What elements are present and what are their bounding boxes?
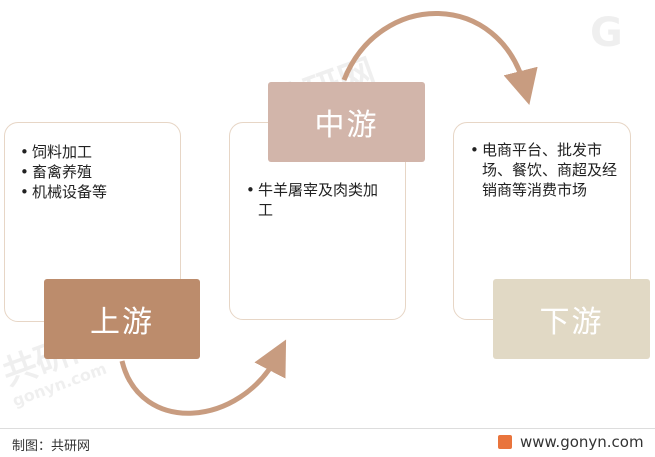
midstream-label: 中游 — [268, 82, 425, 162]
list-item: 畜禽养殖 — [20, 162, 175, 182]
list-item: 机械设备等 — [20, 182, 175, 202]
upstream-items: 饲料加工 畜禽养殖 机械设备等 — [20, 142, 175, 202]
list-item: 牛羊屠宰及肉类加工 — [246, 180, 386, 220]
list-item: 饲料加工 — [20, 142, 175, 162]
footer-website[interactable]: www.gonyn.com — [520, 433, 644, 451]
list-item: 电商平台、批发市场、餐饮、商超及经销商等消费市场 — [470, 140, 620, 200]
upstream-label: 上游 — [44, 279, 200, 359]
footer-divider — [0, 428, 655, 429]
midstream-items: 牛羊屠宰及肉类加工 — [246, 180, 386, 220]
gonyn-logo-icon — [498, 435, 512, 449]
downstream-label: 下游 — [493, 279, 650, 359]
footer-source: 制图：共研网 — [12, 439, 91, 454]
arrow-midstream-to-downstream — [341, 11, 538, 105]
downstream-items: 电商平台、批发市场、餐饮、商超及经销商等消费市场 — [470, 140, 620, 200]
watermark-logo: G — [590, 10, 623, 56]
arrow-upstream-to-midstream — [119, 339, 287, 416]
